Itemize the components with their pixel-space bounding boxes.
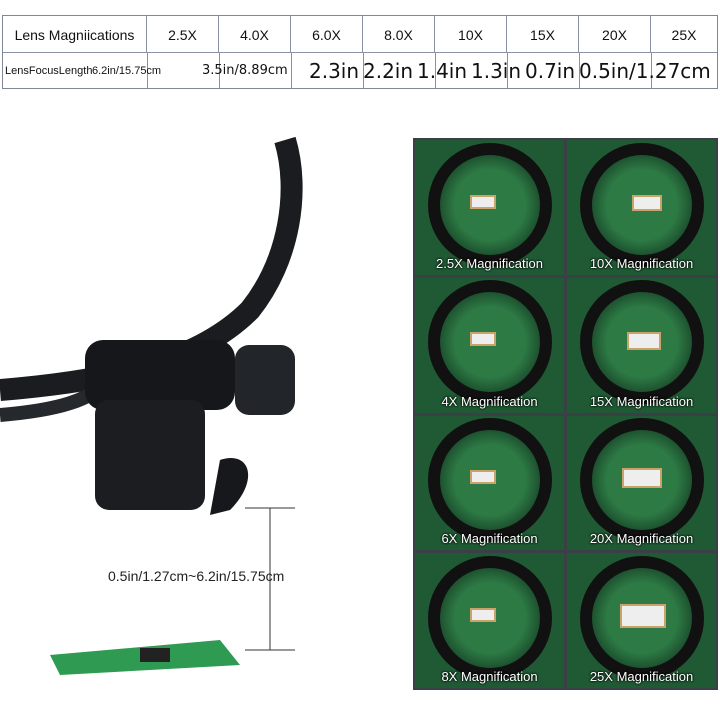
tile-caption: 15X Magnification — [589, 393, 694, 409]
focus-cell: 2.2in — [363, 58, 414, 83]
lens-view — [579, 280, 704, 405]
lens-view — [579, 555, 704, 680]
focus-knob — [235, 345, 295, 415]
lens-view — [427, 418, 552, 543]
col-divider — [291, 52, 292, 88]
col-divider — [651, 52, 652, 88]
col-divider — [435, 52, 436, 88]
light-arm — [210, 458, 249, 515]
focus-distance-label: 0.5in/1.27cm~6.2in/15.75cm — [108, 568, 285, 584]
col-divider — [219, 52, 220, 88]
mag-cell: 10X — [435, 16, 507, 53]
mag-cell: 6.0X — [291, 16, 363, 53]
head-magnifier-illustration — [0, 136, 303, 675]
focus-cell: 2.3in — [309, 58, 360, 83]
component — [626, 332, 661, 351]
tile-caption: 10X Magnification — [589, 255, 694, 271]
component — [469, 332, 496, 347]
sample-tile: 15X Magnification — [567, 277, 716, 413]
tile-caption: 25X Magnification — [589, 669, 694, 684]
sample-tile: 20X Magnification — [567, 415, 716, 551]
sample-tile: 10X Magnification — [567, 140, 716, 275]
focus-cell: 1.4in — [417, 58, 468, 83]
mag-cell: 4.0X — [219, 16, 291, 53]
focus-cell: 0.5in/1.27cm — [579, 58, 711, 83]
component — [631, 194, 662, 211]
mag-cell: 15X — [507, 16, 579, 53]
lens-view — [427, 280, 552, 405]
tile-caption: 8X Magnification — [441, 669, 538, 684]
magnification-table: Lens Magniications 2.5X 4.0X 6.0X 8.0X 1… — [2, 15, 718, 89]
focus-cell: 3.5in/8.89cm — [202, 63, 288, 78]
tile-caption: 20X Magnification — [589, 531, 694, 547]
focus-cell: 0.7in — [525, 58, 576, 83]
tile-caption: 4X Magnification — [441, 393, 538, 409]
row-divider — [3, 52, 717, 53]
sample-tile: 4X Magnification — [415, 277, 564, 413]
sample-tile: 2.5X Magnification — [415, 140, 564, 275]
col-divider — [507, 52, 508, 88]
magnifier-body — [85, 340, 235, 410]
tile-caption: 2.5X Magnification — [436, 255, 543, 271]
magnification-samples-grid: 2.5X Magnification 10X Magnification 4X … — [413, 138, 718, 690]
component — [621, 468, 662, 489]
component — [469, 470, 496, 485]
focus-cell: 6.2in/15.75cm — [92, 64, 162, 77]
row-label: LensFocusLength — [5, 64, 93, 77]
col-divider — [579, 52, 580, 88]
mag-cell: 20X — [579, 16, 651, 53]
col-divider — [363, 52, 364, 88]
mag-cell: 25X — [671, 26, 697, 43]
lens-view — [579, 418, 704, 543]
mag-cell: 2.5X — [147, 16, 219, 53]
sample-tile: 25X Magnification — [567, 553, 716, 688]
component — [469, 194, 496, 209]
sample-tile: 6X Magnification — [415, 415, 564, 551]
sample-tile: 8X Magnification — [415, 553, 564, 688]
lens-view — [579, 142, 704, 267]
component — [469, 607, 496, 622]
lens-barrel — [95, 400, 205, 510]
component — [619, 603, 666, 628]
mag-cell: 8.0X — [363, 16, 435, 53]
lens-view — [427, 555, 552, 680]
tile-caption: 6X Magnification — [441, 531, 538, 547]
header-label: Lens Magniications — [3, 16, 147, 53]
col-divider — [147, 52, 148, 88]
circuit-chip — [140, 648, 170, 662]
focus-cell: 1.3in — [471, 58, 522, 83]
lens-view — [427, 142, 552, 267]
